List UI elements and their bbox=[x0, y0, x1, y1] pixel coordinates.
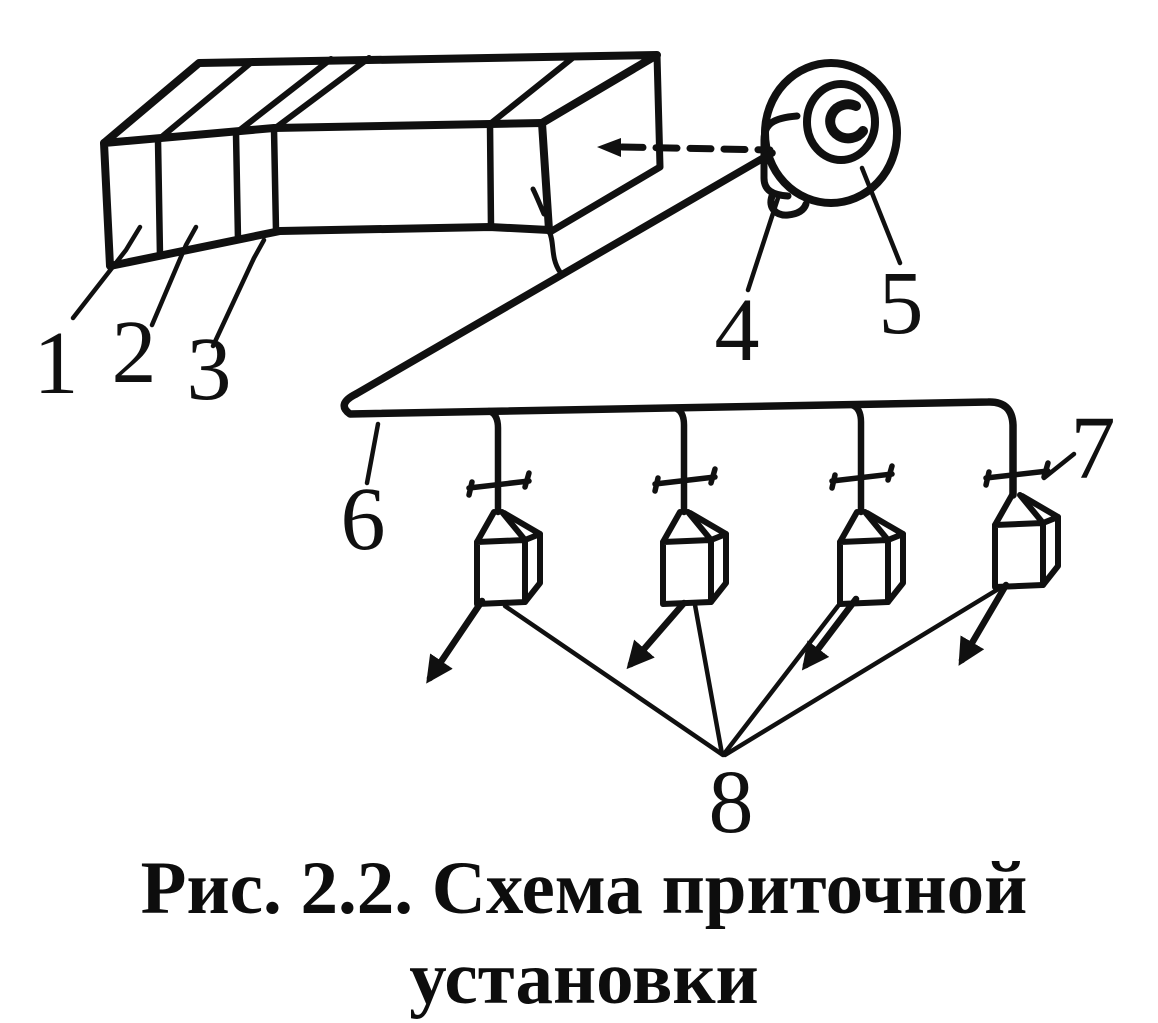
damper-icon-2 bbox=[652, 466, 718, 494]
leader-line-1 bbox=[70, 224, 143, 321]
part-label-8: 8 bbox=[709, 753, 754, 852]
airflow-arrow-icon-2 bbox=[626, 599, 688, 670]
ahu-top-slant-3 bbox=[271, 55, 372, 132]
dashed-line bbox=[618, 143, 774, 154]
leader-line-2 bbox=[149, 224, 199, 328]
ahu-sketch-mark-inner bbox=[530, 186, 547, 217]
air-diffuser-icon-2 bbox=[660, 509, 729, 607]
figure-caption: Рис. 2.2. Схема приточной установки bbox=[0, 844, 1158, 1023]
leader-line-4 bbox=[745, 195, 781, 293]
leader-line-8a bbox=[502, 603, 726, 758]
airflow-arrow-icon-1 bbox=[426, 597, 486, 684]
part-labels: 1 2 3 4 5 6 7 8 bbox=[34, 254, 1116, 852]
ahu-top-slant-2 bbox=[233, 56, 334, 136]
airflow-arrow-icon-3 bbox=[801, 595, 860, 671]
part-label-4: 4 bbox=[715, 281, 760, 380]
damper-icon-4 bbox=[983, 460, 1051, 488]
ahu-section-divider-4 bbox=[486, 120, 495, 231]
left-arrowhead-icon bbox=[597, 138, 621, 157]
branch-duct-3 bbox=[848, 401, 865, 516]
part-label-6: 6 bbox=[341, 470, 386, 569]
leader-line-8c bbox=[721, 603, 841, 757]
branch-duct-1 bbox=[485, 407, 502, 516]
leader-line-7 bbox=[1041, 451, 1077, 481]
leader-line-8d bbox=[722, 585, 1003, 758]
air-diffuser-icon-1 bbox=[474, 509, 543, 607]
fan-inner-ring bbox=[803, 80, 879, 164]
ahu-label-leaders bbox=[70, 224, 267, 349]
part-label-1: 1 bbox=[34, 314, 79, 413]
dampers bbox=[466, 451, 1077, 498]
airflow-arrows bbox=[426, 581, 1010, 684]
part-label-5: 5 bbox=[879, 254, 924, 353]
ahu-top-slant-1 bbox=[155, 58, 256, 143]
branch-duct-2 bbox=[671, 404, 688, 516]
leader-line-8b bbox=[692, 602, 725, 757]
figure-caption-line1: Рис. 2.2. Схема приточной bbox=[140, 847, 1028, 930]
branch-ducts bbox=[485, 401, 865, 516]
fan-icon bbox=[745, 59, 903, 293]
fan-inlet-lobe bbox=[767, 192, 810, 219]
dashed-flow-connector bbox=[597, 138, 774, 157]
figure-caption-line2: установки bbox=[409, 937, 759, 1020]
ahu-section-divider-1 bbox=[154, 136, 164, 260]
damper-icon-3 bbox=[829, 463, 895, 491]
part-label-3: 3 bbox=[187, 320, 232, 419]
air-diffuser-icon-3 bbox=[837, 509, 906, 607]
air-handling-unit-box bbox=[100, 51, 664, 275]
ahu-top-slant-4 bbox=[487, 53, 578, 127]
air-diffuser-icon-4 bbox=[992, 492, 1061, 590]
fan-to-duct-diagonal bbox=[352, 149, 776, 398]
air-diffusers bbox=[474, 492, 1061, 607]
ahu-section-divider-2 bbox=[232, 129, 242, 244]
leader-line-5 bbox=[859, 165, 903, 266]
part-label-2: 2 bbox=[112, 303, 157, 402]
ahu-front-face bbox=[100, 119, 553, 270]
fan-impeller-spiral bbox=[825, 99, 868, 144]
airflow-arrow-icon-4 bbox=[958, 581, 1010, 666]
ahu-sketch-mark-corner bbox=[546, 228, 563, 275]
leader-line-3 bbox=[210, 237, 267, 349]
part-label-7: 7 bbox=[1071, 399, 1116, 498]
ahu-right-face bbox=[538, 51, 664, 236]
main-duct-run bbox=[340, 390, 1017, 499]
diffuser-label-leaders bbox=[502, 585, 1003, 758]
supply-duct bbox=[340, 149, 1017, 499]
ahu-section-divider-3 bbox=[270, 125, 280, 235]
leader-line-6 bbox=[364, 421, 381, 486]
damper-icon-1 bbox=[466, 470, 532, 498]
